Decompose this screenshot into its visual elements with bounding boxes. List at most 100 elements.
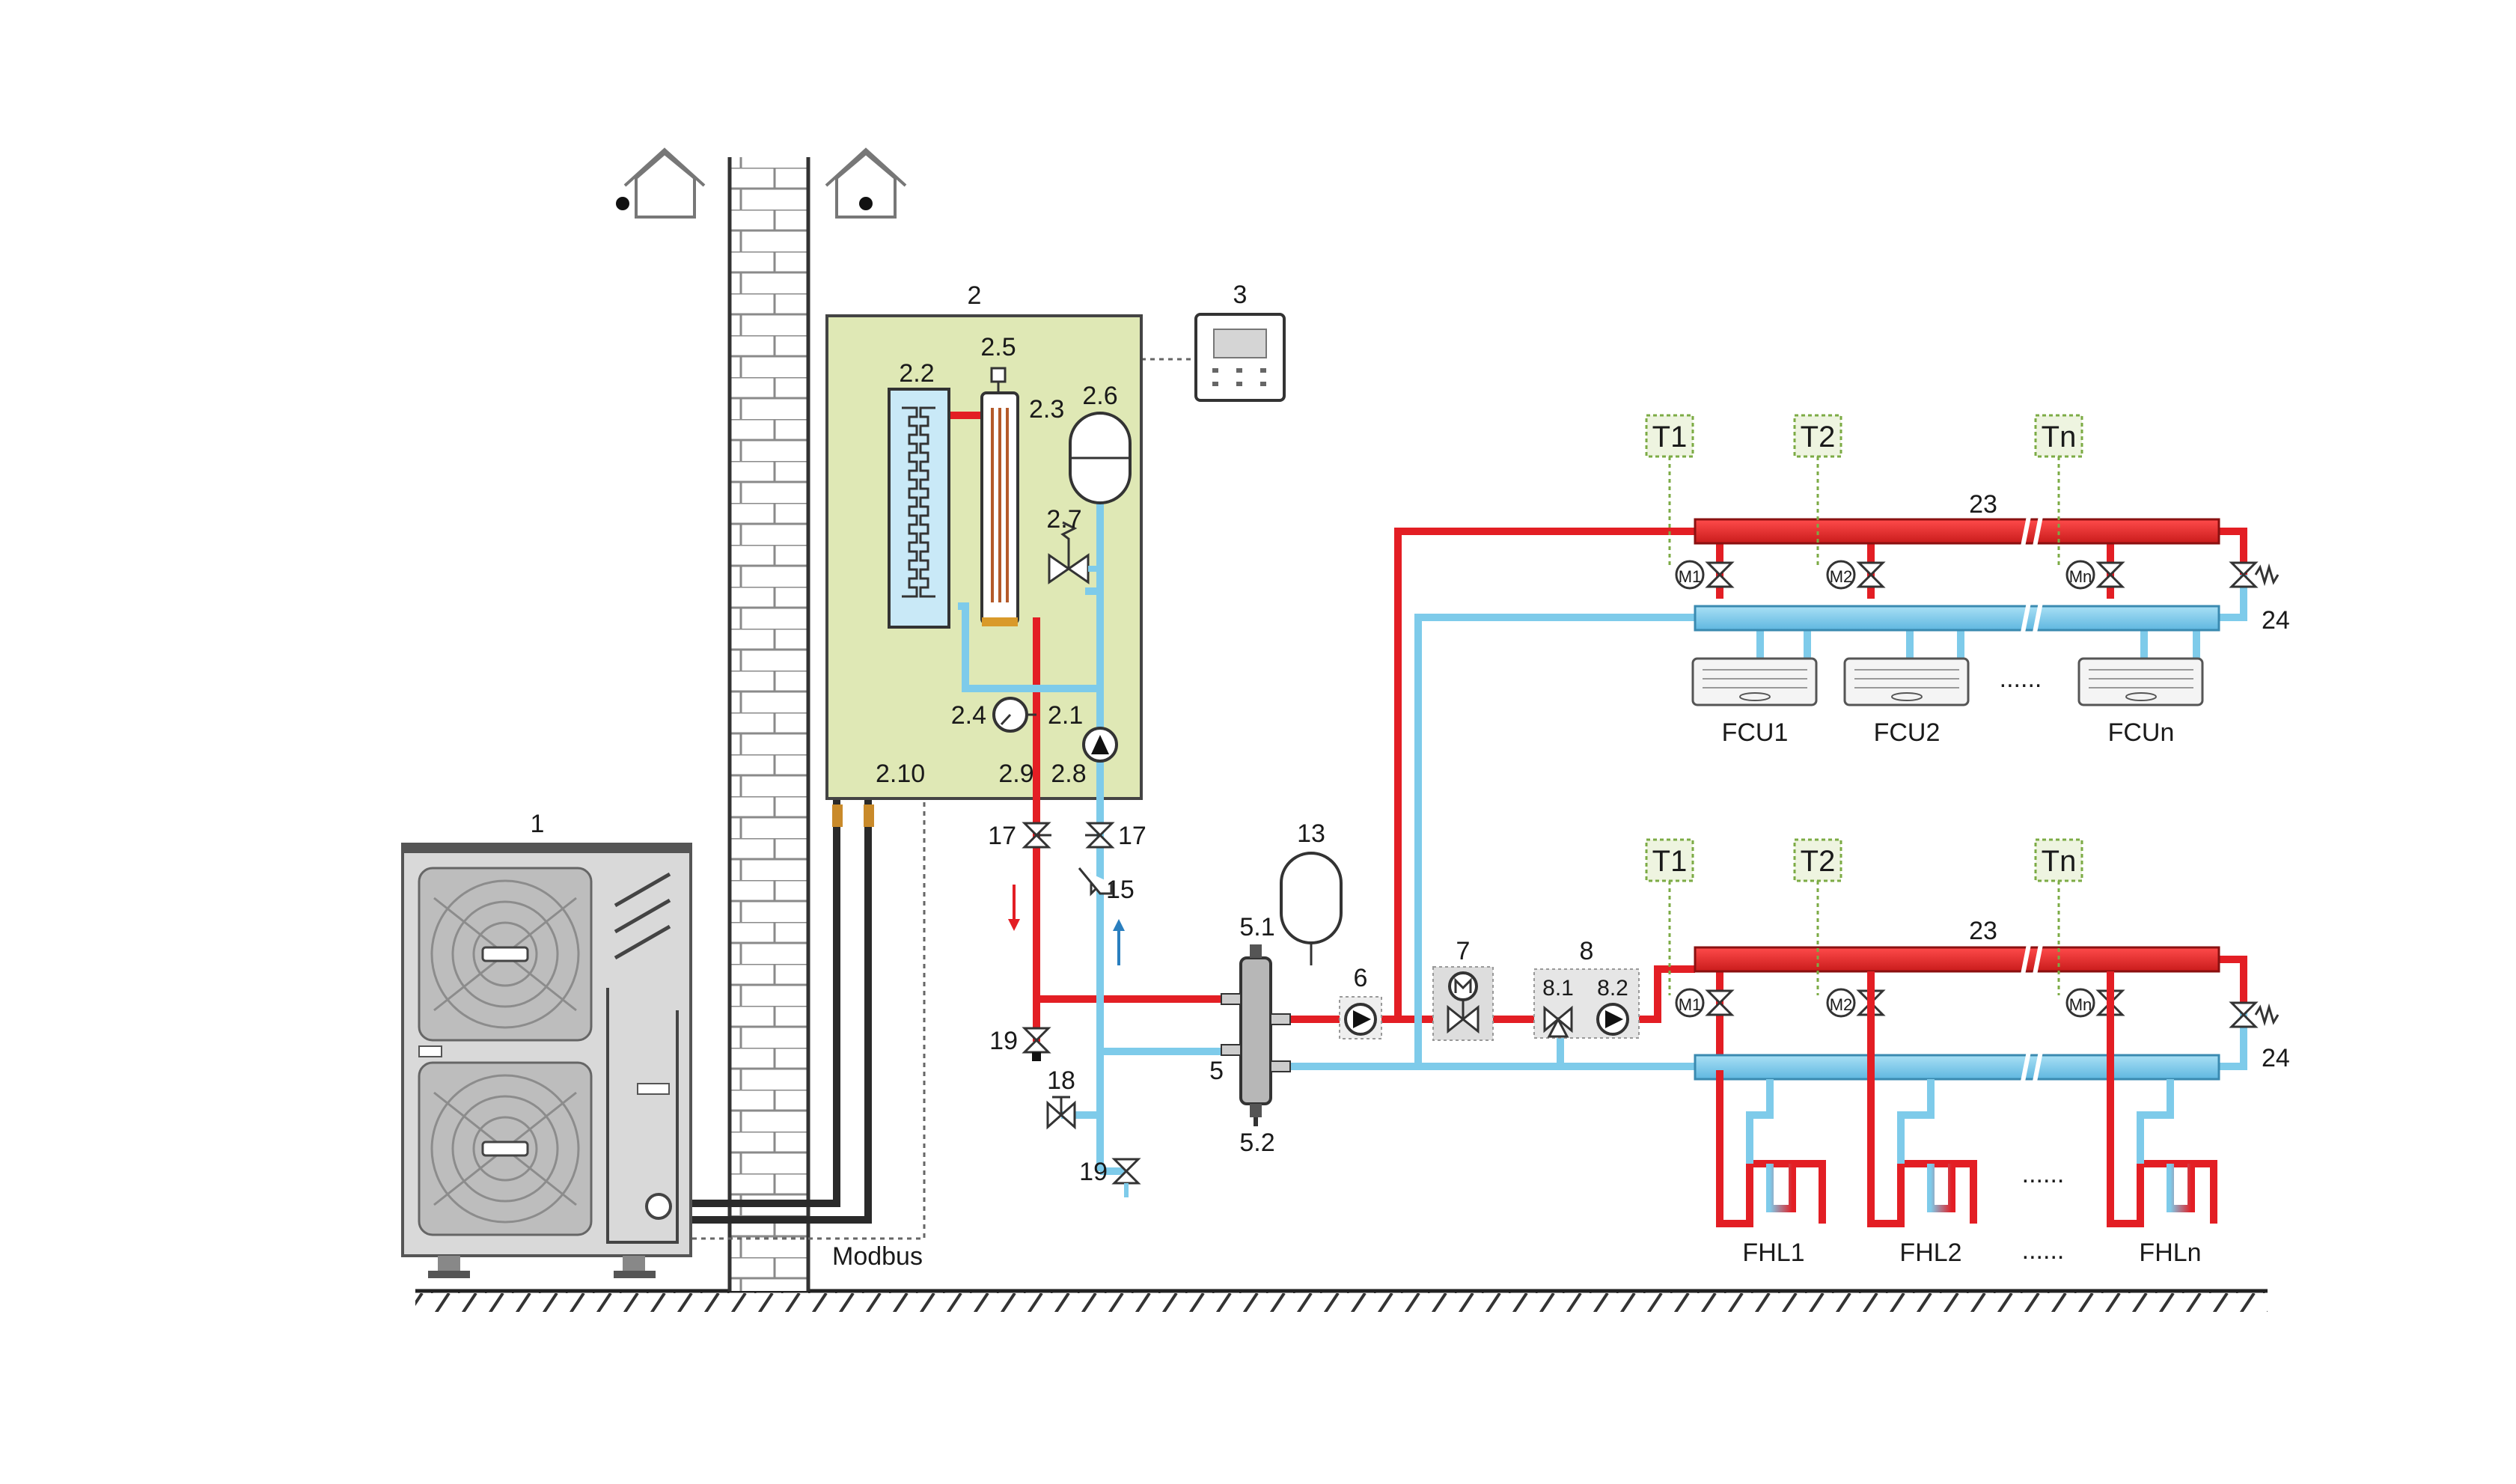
label-shutoff-supply: 17: [988, 822, 1016, 850]
label-motor-valve: 7: [1456, 937, 1471, 965]
fcu-ellipsis: ......: [2000, 665, 2042, 693]
thermostat-fcu-2: T2: [1793, 414, 1842, 569]
label-buffer-vessel: 13: [1297, 819, 1325, 848]
label-manifold-fcu: 23: [1969, 490, 1997, 519]
label-pump-6: 6: [1354, 964, 1368, 992]
supply-flow-arrow: [1008, 885, 1020, 931]
balance-tank: [1221, 944, 1291, 1117]
thermostat-fhl-n: Tn: [2034, 838, 2083, 995]
fhl-label-2: FHL2: [1899, 1239, 1961, 1267]
label-bypass-fcu: 24: [2262, 606, 2290, 635]
actuator-label: M1: [1679, 567, 1702, 586]
label-bypass-fhl: 24: [2262, 1044, 2290, 1072]
thermostat-label: T1: [1652, 421, 1688, 454]
label-balance-tank: 5: [1209, 1057, 1224, 1085]
fcu-label-1: FCU1: [1722, 718, 1789, 747]
indoor-house-icon: [825, 147, 907, 219]
fhl-ellipsis-upper: ......: [2022, 1160, 2065, 1188]
actuator-valve-fcu-1: M1: [1675, 560, 1735, 590]
actuator-label: Mn: [2069, 567, 2092, 586]
ground: [415, 1289, 2268, 1312]
air-vent: [990, 367, 1007, 393]
label-mixing-pump: 8.2: [1597, 976, 1628, 1001]
thermostat-fhl-2: T2: [1793, 838, 1842, 995]
backup-heater: [980, 391, 1019, 626]
thermostat-label: T2: [1801, 421, 1836, 454]
label-mixing-group: 8: [1580, 937, 1594, 965]
bypass-valve-fcu: [2229, 561, 2280, 588]
thermostat-fhl-1: T1: [1645, 838, 1694, 995]
actuator-label: M1: [1679, 995, 1702, 1014]
outdoor-unit: [401, 843, 692, 1278]
label-balance-tank-vent: 5.1: [1239, 913, 1274, 941]
label-controller: 3: [1233, 281, 1248, 309]
actuator-label: M2: [1830, 995, 1853, 1014]
fhl-label-n: FHLn: [2139, 1239, 2201, 1267]
thermostat-label: Tn: [2042, 421, 2077, 454]
plate-heat-exchanger: [888, 388, 950, 629]
floor-heating-loop-1: [1716, 1070, 1826, 1227]
label-manometer: 2.4: [951, 701, 986, 730]
thermostat-fcu-1: T1: [1645, 414, 1694, 569]
label-internal-pump: 2.1: [1048, 701, 1083, 730]
shutoff-valve-supply: [1022, 822, 1051, 849]
fan-coil-unit-2: [1843, 657, 1970, 706]
motorized-valve: [1432, 966, 1494, 1041]
shutoff-valve-return: [1085, 822, 1115, 849]
label-water-in: 2.8: [1051, 760, 1086, 788]
thermostat-fcu-n: Tn: [2034, 414, 2083, 569]
thermostat-label: Tn: [2042, 845, 2077, 878]
label-drain-return: 19: [1079, 1158, 1108, 1186]
mixing-group: [1533, 968, 1640, 1039]
label-manifold-fhl: 23: [1969, 917, 1997, 945]
modbus-label: Modbus: [832, 1242, 923, 1271]
manometer: [992, 697, 1036, 733]
label-balance-tank-drain: 5.2: [1239, 1129, 1274, 1157]
strainer-filter: [1078, 867, 1113, 897]
label-backup-heater: 2.3: [1029, 395, 1064, 424]
fhl-label-1: FHL1: [1742, 1239, 1804, 1267]
label-outdoor-unit: 1: [531, 810, 545, 838]
fill-valve: [1046, 1096, 1076, 1130]
building-wall: [727, 157, 810, 1291]
label-refrigerant-conn: 2.10: [876, 760, 925, 788]
floor-heating-loop-n: [2107, 971, 2217, 1227]
wired-controller: [1194, 313, 1286, 402]
fcu-label-n: FCUn: [2108, 718, 2175, 747]
buffer-vessel: [1280, 852, 1343, 965]
outdoor-house-icon: [616, 147, 706, 219]
actuator-label: Mn: [2069, 995, 2092, 1014]
label-mixing-valve: 8.1: [1542, 976, 1574, 1001]
modbus-cable: [692, 358, 1196, 1240]
fan-coil-unit-n: [2077, 657, 2204, 706]
fan-coil-unit-1: [1691, 657, 1818, 706]
bypass-valve-fhl: [2229, 1001, 2280, 1028]
label-filter: 15: [1106, 876, 1135, 904]
actuator-valve-fcu-n: Mn: [2065, 560, 2125, 590]
manifold-fhl: [1694, 940, 2220, 1086]
actuator-valve-fcu-2: M2: [1826, 560, 1886, 590]
thermostat-label: T1: [1652, 845, 1688, 878]
safety-valve: [1048, 521, 1100, 584]
internal-pump: [1082, 727, 1118, 763]
actuator-valve-fhl-1: M1: [1675, 988, 1735, 1018]
refrigerant-fittings: [832, 804, 874, 827]
floor-heating-loop-2: [1867, 971, 1977, 1227]
label-fill-valve: 18: [1047, 1066, 1075, 1095]
fhl-ellipsis-lower: ......: [2022, 1236, 2065, 1265]
label-water-out: 2.9: [998, 760, 1033, 788]
circulation-pump: [1339, 996, 1382, 1039]
actuator-label: M2: [1830, 567, 1853, 586]
label-expansion-vessel: 2.6: [1082, 382, 1117, 410]
fcu-label-2: FCU2: [1874, 718, 1941, 747]
label-air-vent: 2.5: [980, 333, 1016, 361]
return-flow-arrow: [1113, 919, 1125, 965]
drain-valve-supply: [1022, 1027, 1051, 1061]
manifold-fcu: [1694, 512, 2220, 637]
external-pipes: [1033, 528, 2247, 1175]
label-drain-supply: 19: [989, 1027, 1018, 1055]
drain-valve-return: [1111, 1158, 1141, 1197]
label-shutoff-return: 17: [1118, 822, 1146, 850]
expansion-vessel: [1069, 412, 1132, 504]
